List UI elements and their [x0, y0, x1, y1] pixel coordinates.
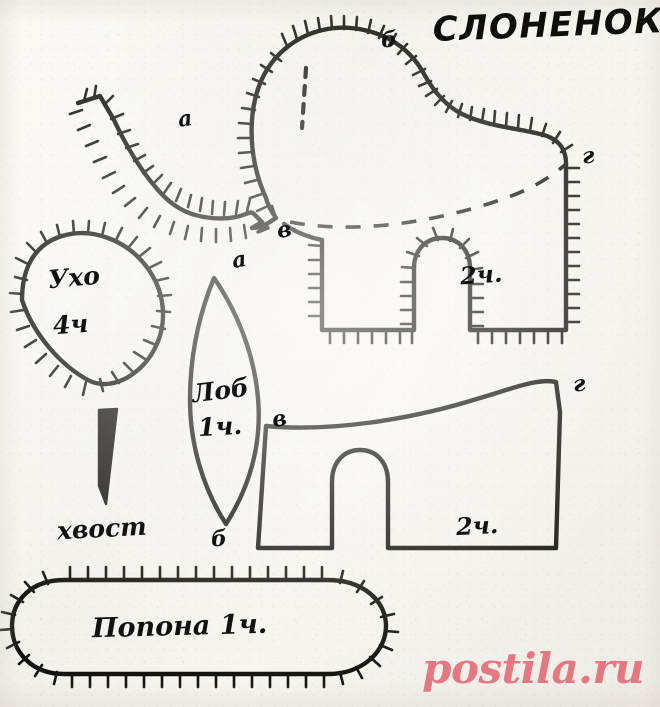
forehead-marker-b: б — [210, 525, 228, 553]
piece-body — [68, 14, 581, 345]
body-seam-notches-chest — [236, 51, 283, 220]
forehead-name-label: Лоб — [190, 372, 251, 409]
ear-count-label: 4ч — [52, 308, 90, 341]
body-marker-g: г — [580, 142, 596, 170]
piece-underbody — [255, 378, 563, 551]
underbody-outline — [255, 378, 563, 551]
underbody-marker-g: г — [571, 370, 587, 398]
body-head-dart — [299, 65, 309, 131]
watermark-postila: postila.ru — [422, 644, 644, 693]
piece-tail — [97, 407, 119, 506]
body-blanket-dashed-line — [289, 162, 568, 229]
body-count-label: 2ч. — [459, 258, 504, 291]
piece-ear — [8, 219, 173, 397]
underbody-count-label: 2ч. — [455, 509, 499, 542]
body-seam-notches-trunk-top — [82, 84, 252, 217]
ear-name-label: Ухо — [46, 260, 102, 295]
ear-seam-notches — [8, 219, 173, 397]
tail-outline — [97, 407, 119, 506]
blanket-label: Попона 1ч. — [91, 608, 268, 645]
forehead-count-label: 1ч. — [197, 410, 243, 443]
tail-name-label: хвост — [56, 511, 148, 546]
body-seam-notches-trunk-bottom — [68, 108, 248, 244]
body-marker-a: а — [176, 105, 195, 133]
body-marker-b: б — [380, 26, 398, 54]
